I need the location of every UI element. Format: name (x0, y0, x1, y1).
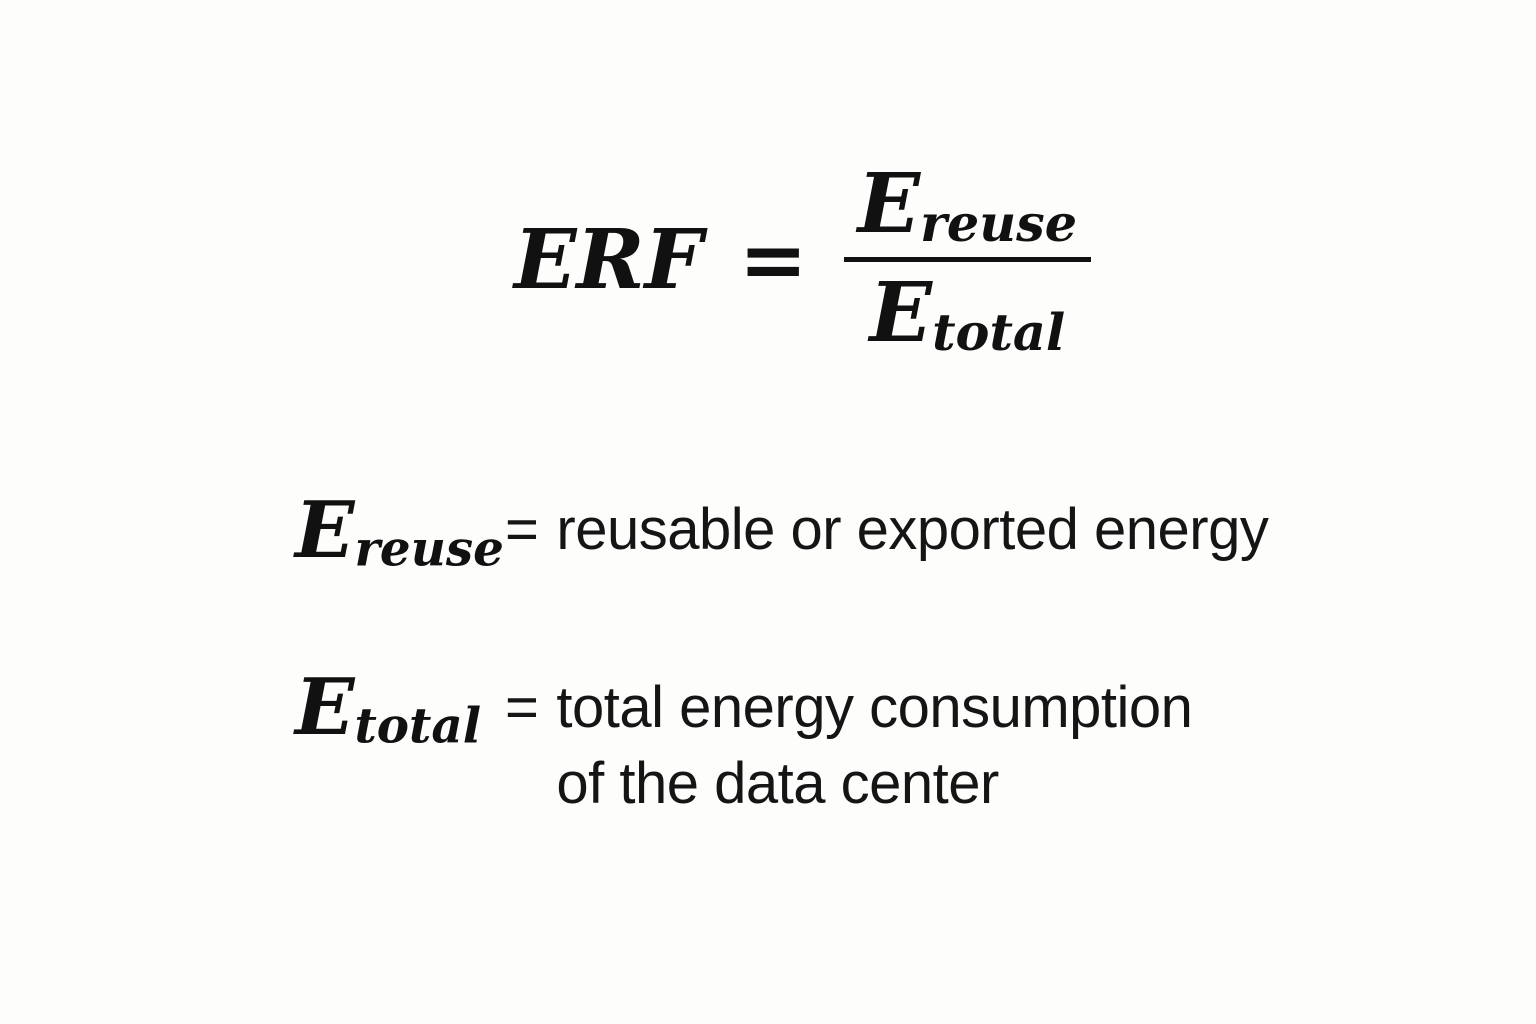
fraction-numerator: Ereuse (843, 163, 1092, 262)
definition-etotal-description-line1: total energy consumption (556, 675, 1193, 740)
definition-etotal-equals-sign: = (505, 675, 539, 740)
definition-etotal-term: Etotal (295, 668, 481, 751)
formula-equals-sign: = (738, 212, 808, 309)
fraction-denominator: Etotal (844, 262, 1092, 358)
definition-ereuse-subscript: reuse (354, 521, 504, 578)
definition-etotal-description: total energy consumption of the data cen… (556, 670, 1193, 822)
definition-ereuse-equals-sign: = (505, 497, 539, 562)
numerator-subscript: reuse (920, 193, 1078, 254)
numerator-base: E (857, 156, 921, 252)
definition-ereuse-term: Ereuse (295, 491, 504, 574)
denominator-subscript: total (932, 302, 1066, 363)
definition-ereuse-description-line1: reusable or exported energy (556, 497, 1269, 562)
definition-etotal-text: = total energy consumption of the data c… (505, 670, 1193, 822)
formula-fraction: Ereuse Etotal (843, 163, 1092, 358)
definition-etotal-base: E (295, 662, 355, 753)
definition-etotal-description-line2: of the data center (556, 751, 999, 816)
definition-ereuse-text: = reusable or exported energy (505, 492, 1269, 568)
denominator-base: E (869, 264, 933, 361)
definition-etotal-subscript: total (354, 698, 482, 755)
definition-ereuse-description: reusable or exported energy (556, 492, 1268, 568)
definition-ereuse-base: E (295, 485, 355, 576)
erf-formula: ERF = Ereuse Etotal (514, 163, 1092, 358)
formula-lhs: ERF (514, 212, 703, 309)
